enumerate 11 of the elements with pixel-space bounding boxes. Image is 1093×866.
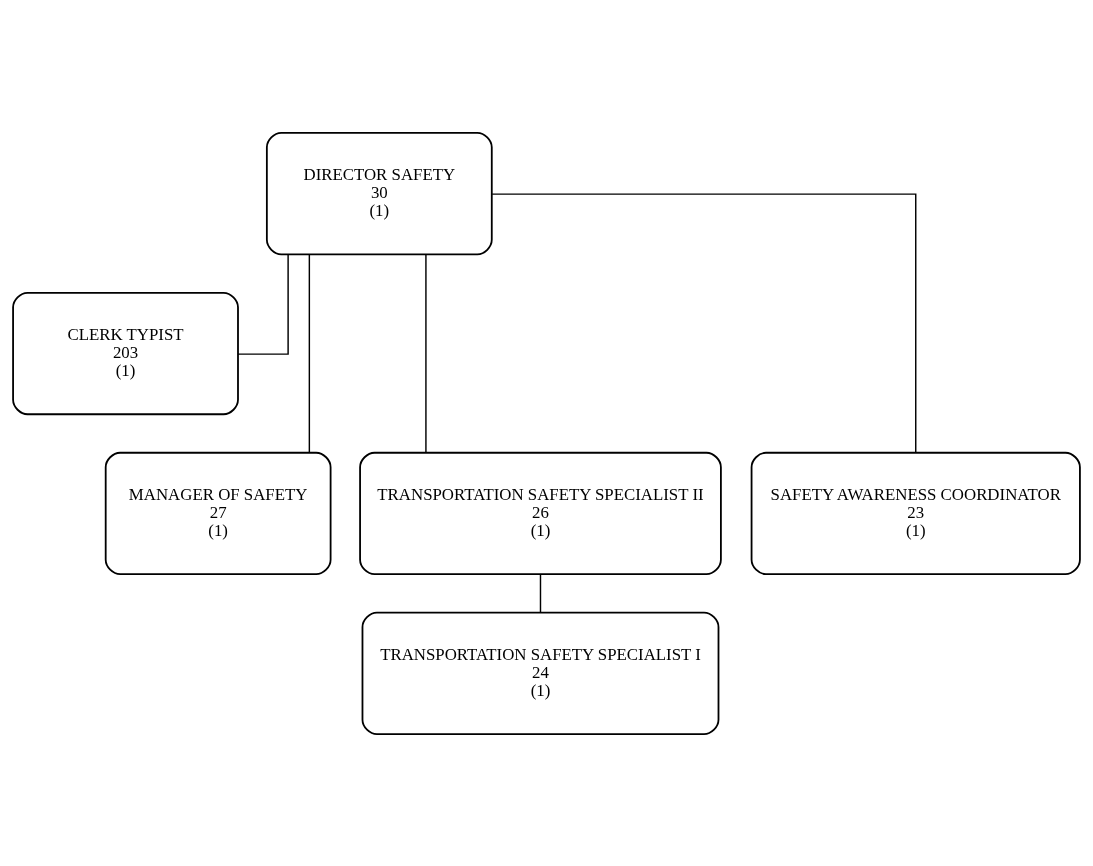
connector bbox=[237, 253, 289, 355]
connector bbox=[491, 192, 917, 453]
node-box: SAFETY AWARENESS COORDINATOR 23 (1) bbox=[750, 451, 1081, 575]
node-box: TRANSPORTATION SAFETY SPECIALIST II 26 (1) bbox=[359, 451, 722, 575]
connector bbox=[539, 573, 542, 613]
node-box: MANAGER OF SAFETY 27 (1) bbox=[104, 451, 332, 575]
node-box: TRANSPORTATION SAFETY SPECIALIST I 24 (1) bbox=[361, 611, 720, 735]
node-box: CLERK TYPIST 203 (1) bbox=[12, 291, 239, 415]
connector bbox=[425, 253, 427, 453]
node-box: DIRECTOR SAFETY 30 (1) bbox=[265, 131, 493, 255]
connector bbox=[308, 253, 311, 453]
